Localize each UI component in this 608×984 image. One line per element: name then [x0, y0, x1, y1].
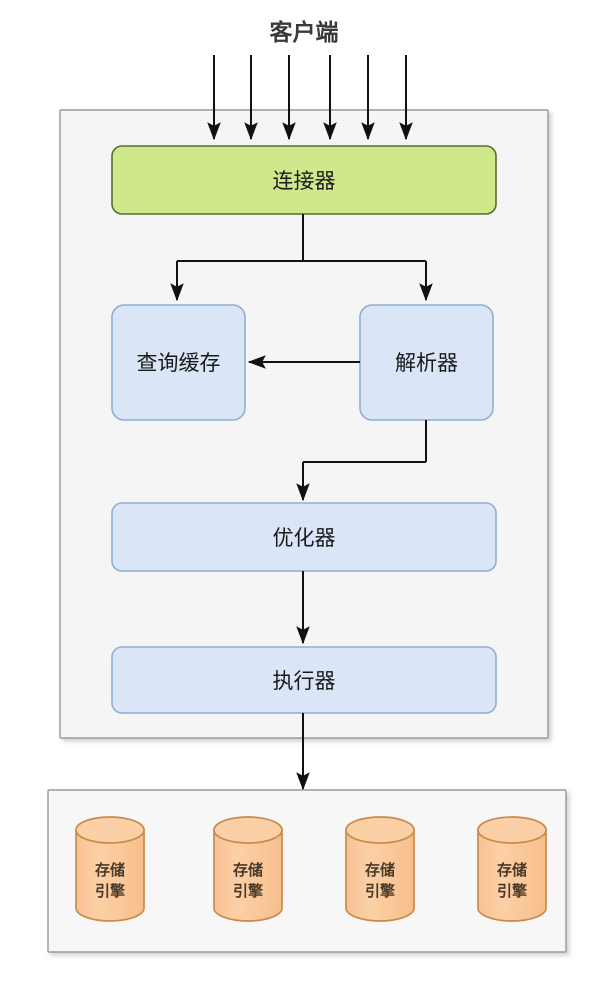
cylinder-top: [477, 816, 547, 844]
storage-engine-label-line2: 引擎: [95, 882, 125, 900]
storage-engine-cylinder[interactable]: 存储 引擎: [213, 816, 283, 922]
cylinder-body[interactable]: [477, 829, 547, 922]
cylinder-top: [213, 816, 283, 844]
query-cache-node[interactable]: 查询缓存: [111, 304, 246, 421]
cylinder-body[interactable]: [213, 829, 283, 922]
optimizer-node[interactable]: 优化器: [111, 502, 497, 572]
client-arrows-group: [207, 55, 413, 141]
storage-engine-cylinder[interactable]: 存储 引擎: [75, 816, 145, 922]
page-title: 客户端: [270, 19, 339, 46]
storage-engine-label-line1: 存储: [233, 861, 263, 879]
cylinder-body[interactable]: [345, 829, 415, 922]
executor-label: 执行器: [273, 669, 336, 693]
connector-branch-edges: [170, 214, 433, 302]
cylinder-body[interactable]: [75, 829, 145, 922]
storage-engine-cylinder[interactable]: 存储 引擎: [477, 816, 547, 922]
connector-label: 连接器: [273, 169, 336, 193]
storage-engine-label-line2: 引擎: [365, 882, 395, 900]
query-cache-box[interactable]: [111, 304, 246, 421]
optimizer-label: 优化器: [273, 526, 336, 550]
storage-engine-label-line2: 引擎: [233, 882, 263, 900]
cylinder-top: [345, 816, 415, 844]
query-cache-label: 查询缓存: [137, 351, 221, 375]
storage-engine-label-line1: 存储: [95, 861, 125, 879]
edge-parser-to-optimizer: [296, 420, 427, 502]
executor-node[interactable]: 执行器: [111, 646, 497, 714]
cylinder-top: [75, 816, 145, 844]
storage-engine-label-line2: 引擎: [497, 882, 527, 900]
parser-node[interactable]: 解析器: [359, 304, 494, 421]
storage-engine-label-line1: 存储: [365, 861, 395, 879]
parser-label: 解析器: [395, 351, 458, 375]
storage-engine-cylinder[interactable]: 存储 引擎: [345, 816, 415, 922]
connector-node[interactable]: 连接器: [111, 145, 497, 215]
storage-engine-label-line1: 存储: [497, 861, 527, 879]
storage-layer-container: [47, 789, 567, 953]
